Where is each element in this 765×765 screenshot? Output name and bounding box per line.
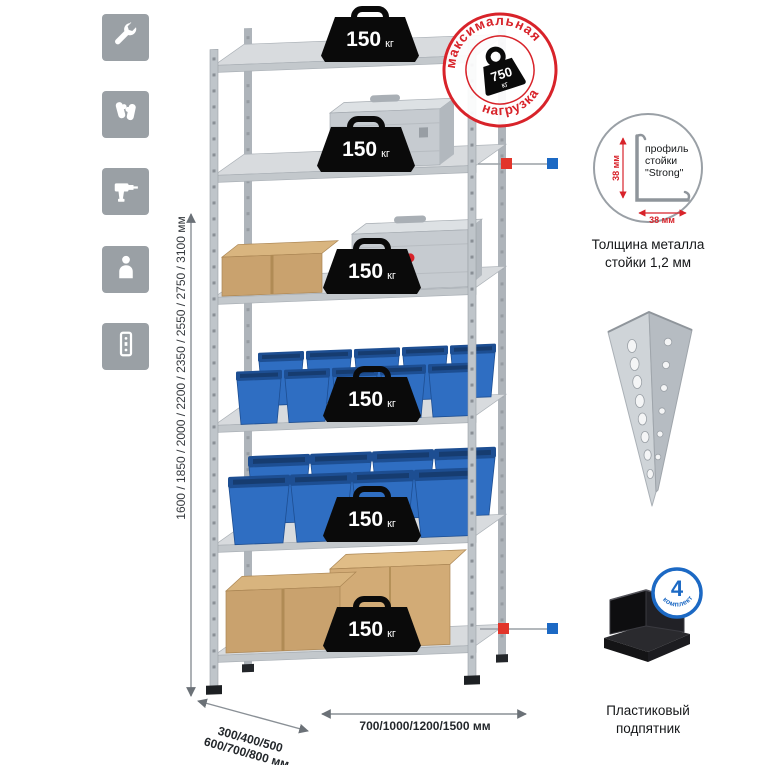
profile-dim-horizontal: 38 мм: [649, 215, 675, 225]
included-count-badge: 4 в комплекте: [650, 566, 703, 619]
profile-dim-vertical: 38 мм: [611, 155, 621, 181]
profile-drawing: [635, 133, 691, 202]
svg-text:кг: кг: [500, 79, 509, 90]
cardboard-box-medium: [220, 240, 340, 297]
stamp-weight-icon: 750 кг: [483, 46, 526, 96]
profile-label-line3: "Strong": [645, 167, 684, 179]
front-uprights: [206, 39, 480, 695]
profile-label-line1: профиль: [645, 143, 689, 155]
rack-upright-icon: [111, 329, 141, 364]
blue-marker-top: [547, 158, 558, 169]
corner-post-illustration: [607, 311, 693, 507]
feature-tile-drill: [102, 168, 149, 215]
svg-text:750: 750: [489, 64, 514, 85]
work-gloves-icon: [111, 97, 141, 132]
person-icon: [111, 252, 141, 287]
feature-tile-assembly: [102, 14, 149, 61]
drill-icon: [111, 174, 141, 209]
height-dimension-label: 1600 / 1850 / 2000 / 2200 / 2350 / 2550 …: [174, 216, 188, 520]
blue-marker-bottom: [547, 623, 558, 634]
wrench-icon: [111, 20, 141, 55]
badge-number: 4: [671, 576, 684, 601]
depth-dimension-label: 300/400/500 600/700/800 мм: [202, 723, 291, 765]
foot-caption: Пластиковый подпятник: [606, 703, 690, 736]
profile-callout: 38 мм 38 мм профиль стойки "Strong": [593, 113, 703, 225]
profile-caption: Толщина металла стойки 1,2 мм: [591, 237, 705, 270]
profile-label-line2: стойки: [645, 155, 677, 167]
cardboard-box-left: [225, 571, 357, 654]
feature-tile-upright: [102, 323, 149, 370]
feature-tile-person: [102, 246, 149, 293]
width-dimension-label: 700/1000/1200/1500 мм: [359, 719, 491, 733]
feature-tile-gloves: [102, 91, 149, 138]
max-load-stamp: максимальная нагрузка 750 кг: [431, 0, 558, 128]
